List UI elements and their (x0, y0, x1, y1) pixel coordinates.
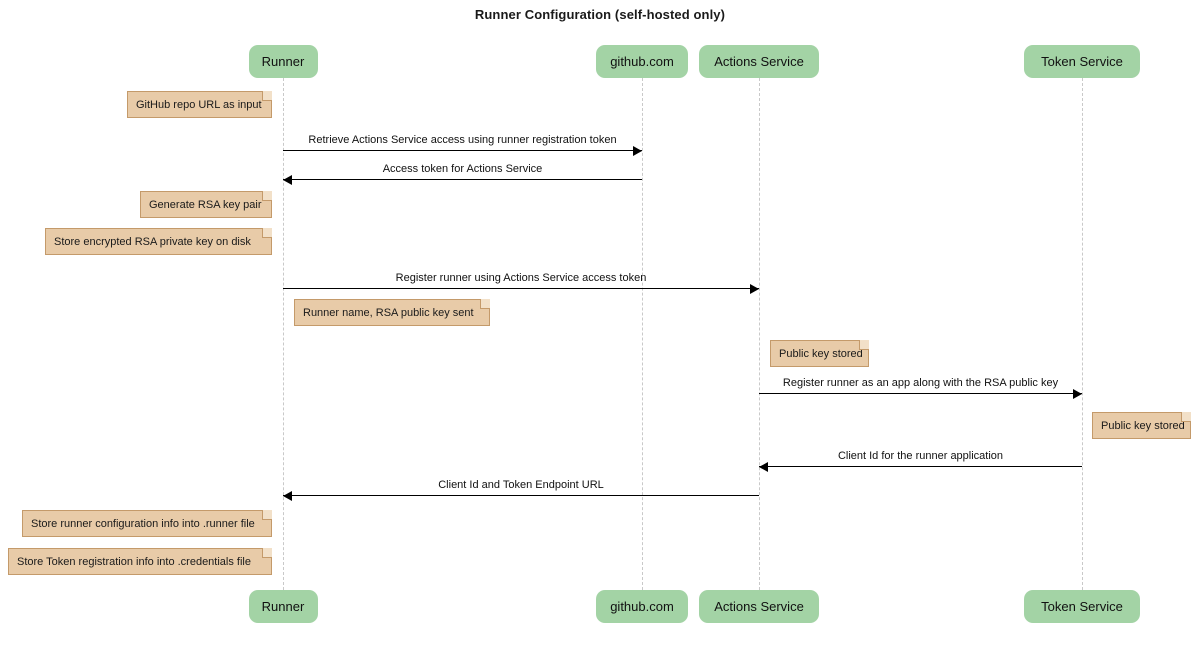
participant-actions-top[interactable]: Actions Service (699, 45, 819, 78)
lifeline-github (642, 78, 643, 590)
message-label-1: Access token for Actions Service (382, 163, 543, 175)
lifeline-runner (283, 78, 284, 590)
participant-github-bottom[interactable]: github.com (596, 590, 688, 623)
message-line-4 (759, 466, 1082, 467)
message-line-5 (283, 495, 759, 496)
participant-runner-top[interactable]: Runner (248, 45, 318, 78)
participant-token-bottom[interactable]: Token Service (1024, 590, 1140, 623)
note: Generate RSA key pair (140, 191, 272, 218)
message-line-3 (759, 393, 1082, 394)
note-label: Runner name, RSA public key sent (303, 306, 474, 319)
arrowhead-right-icon (633, 146, 642, 156)
note: GitHub repo URL as input (127, 91, 272, 118)
arrowhead-left-icon (283, 491, 292, 501)
note: Store runner configuration info into .ru… (22, 510, 272, 537)
arrowhead-left-icon (283, 175, 292, 185)
note-label: Store encrypted RSA private key on disk (54, 235, 251, 248)
participant-label: Runner (261, 54, 305, 69)
lifeline-actions (759, 78, 760, 590)
participant-actions-bottom[interactable]: Actions Service (699, 590, 819, 623)
participant-label: github.com (610, 54, 674, 69)
note-label: Generate RSA key pair (149, 198, 262, 211)
participant-runner-bottom[interactable]: Runner (248, 590, 318, 623)
note-label: Store Token registration info into .cred… (17, 555, 251, 568)
note-label: Public key stored (1101, 419, 1185, 432)
participant-token-top[interactable]: Token Service (1024, 45, 1140, 78)
note: Public key stored (1092, 412, 1191, 439)
message-label-2: Register runner using Actions Service ac… (395, 272, 647, 284)
message-line-2 (283, 288, 759, 289)
note: Runner name, RSA public key sent (294, 299, 490, 326)
note: Public key stored (770, 340, 869, 367)
arrowhead-right-icon (1073, 389, 1082, 399)
arrowhead-left-icon (759, 462, 768, 472)
page-title: Runner Configuration (self-hosted only) (474, 7, 726, 22)
message-label-5: Client Id and Token Endpoint URL (438, 479, 604, 491)
note-fold-corner-icon (262, 510, 272, 520)
message-label-3: Register runner as an app along with the… (782, 377, 1059, 389)
note-fold-corner-icon (262, 548, 272, 558)
participant-label: Token Service (1041, 54, 1123, 69)
note-fold-corner-icon (1181, 412, 1191, 422)
note-fold-corner-icon (480, 299, 490, 309)
note-label: GitHub repo URL as input (136, 98, 262, 111)
message-label-4: Client Id for the runner application (837, 450, 1004, 462)
note: Store Token registration info into .cred… (8, 548, 272, 575)
lifeline-token (1082, 78, 1083, 590)
message-line-1 (283, 179, 642, 180)
participant-label: github.com (610, 599, 674, 614)
note: Store encrypted RSA private key on disk (45, 228, 272, 255)
participant-github-top[interactable]: github.com (596, 45, 688, 78)
note-label: Public key stored (779, 347, 863, 360)
note-label: Store runner configuration info into .ru… (31, 517, 255, 530)
note-fold-corner-icon (262, 228, 272, 238)
arrowhead-right-icon (750, 284, 759, 294)
participant-label: Token Service (1041, 599, 1123, 614)
note-fold-corner-icon (262, 91, 272, 101)
message-line-0 (283, 150, 642, 151)
participant-label: Actions Service (714, 54, 804, 69)
participant-label: Runner (261, 599, 305, 614)
participant-label: Actions Service (714, 599, 804, 614)
message-label-0: Retrieve Actions Service access using ru… (308, 134, 617, 146)
note-fold-corner-icon (262, 191, 272, 201)
note-fold-corner-icon (859, 340, 869, 350)
